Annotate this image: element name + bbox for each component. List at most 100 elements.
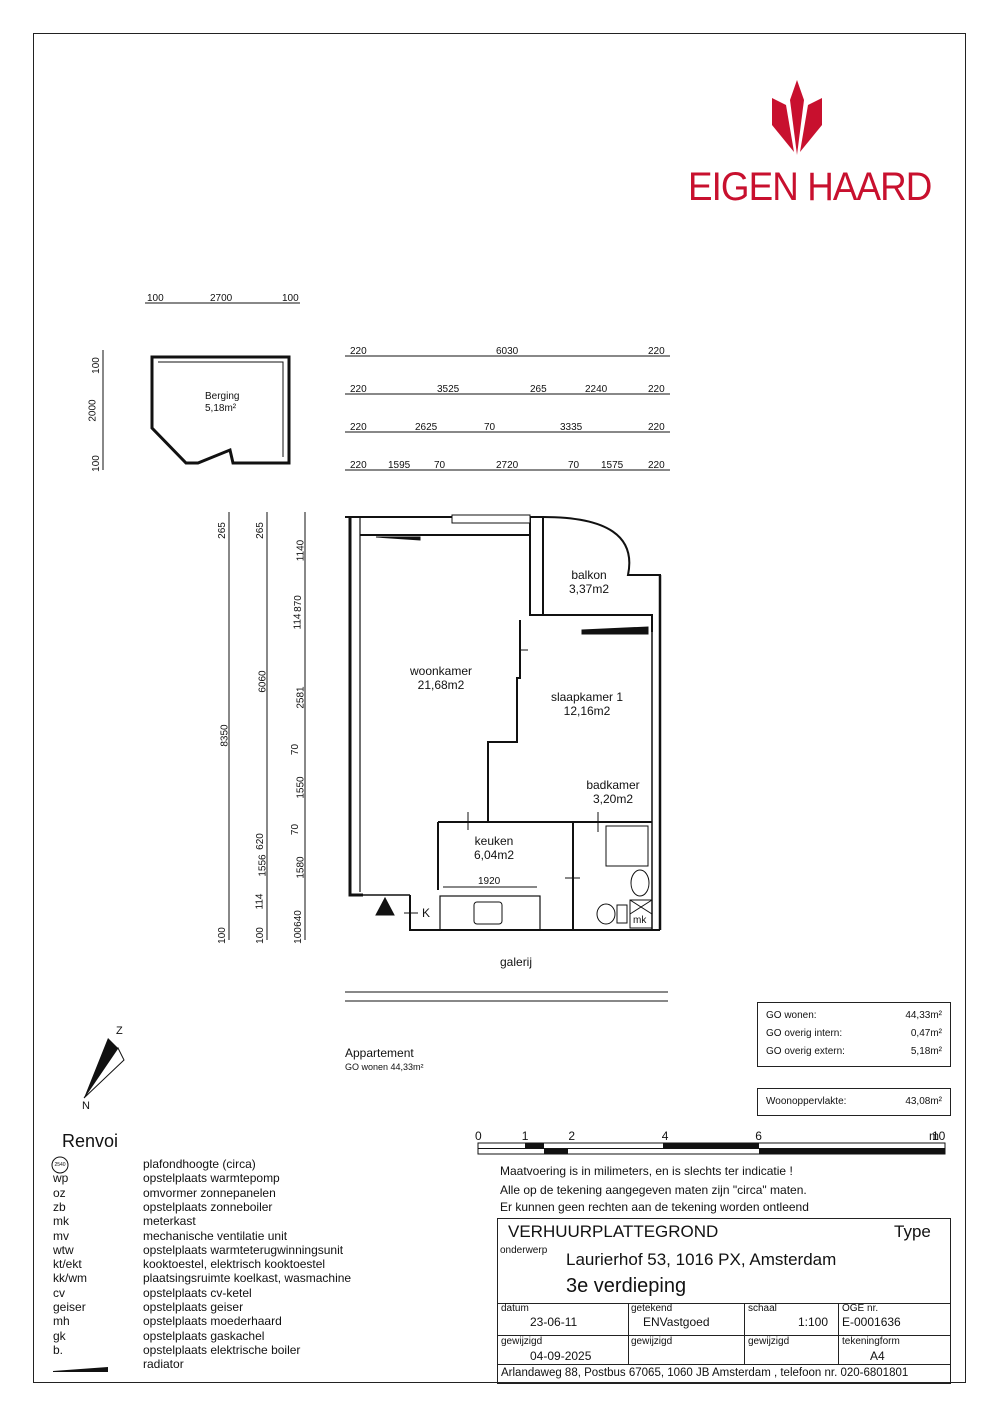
drawing-sheet bbox=[33, 33, 966, 1383]
dim-left-col2-0: 265 bbox=[254, 522, 266, 539]
k-marker: K bbox=[422, 906, 431, 920]
renvoi-code: kk/wm bbox=[53, 1271, 87, 1286]
dim-top-2-1: 2625 bbox=[415, 422, 438, 433]
dim-top-3-5: 1575 bbox=[601, 460, 624, 471]
renvoi-desc: plaatsingsruimte koelkast, wasmachine bbox=[143, 1271, 352, 1286]
dim-left-col3-2: 114 bbox=[292, 613, 304, 630]
area-summary-box: GO wonen:44,33m² GO overig intern:0,47m²… bbox=[757, 1002, 951, 1067]
dim-top-3-1: 1595 bbox=[388, 460, 411, 471]
dim-top-0-0: 220 bbox=[350, 346, 367, 357]
scale-tick-0: 0 bbox=[475, 1129, 482, 1143]
dim-top-2-2: 70 bbox=[484, 422, 496, 433]
note-2: Alle op de tekening aangegeven maten zij… bbox=[500, 1183, 807, 1197]
tb-floor: 3e verdieping bbox=[566, 1275, 687, 1297]
renvoi-code: cv bbox=[53, 1285, 65, 1300]
tb-tekeningform: A4 bbox=[870, 1349, 885, 1363]
renvoi-code: geiser bbox=[53, 1300, 86, 1314]
storage-dim-top-1: 2700 bbox=[210, 293, 233, 304]
tb-getekend: ENVastgoed bbox=[643, 1315, 710, 1329]
dim-top-2-4: 220 bbox=[648, 422, 665, 433]
scale-unit: m bbox=[929, 1129, 939, 1143]
storage-dim-left-2: 100 bbox=[90, 455, 102, 472]
storage-outline bbox=[150, 355, 291, 465]
dim-left-col2-3: 1556 bbox=[257, 854, 269, 877]
tb-gewijzigd3-label: gewijzigd bbox=[748, 1336, 790, 1347]
renvoi-title: Renvoi bbox=[62, 1131, 119, 1151]
woonoppervlakte-box: Woonoppervlakte:43,08m² bbox=[757, 1088, 951, 1116]
dim-top-1-0: 220 bbox=[350, 384, 367, 395]
tb-oge: E-0001636 bbox=[842, 1315, 901, 1329]
renvoi-desc: plafondhoogte (circa) bbox=[143, 1157, 256, 1171]
renvoi-desc: opstelplaats warmteterugwinningsunit bbox=[143, 1242, 344, 1257]
dim-top-1-1: 3525 bbox=[437, 384, 460, 395]
scale-tick-1: 1 bbox=[521, 1129, 529, 1143]
tb-gewijzigd2-label: gewijzigd bbox=[631, 1336, 673, 1347]
dim-left-col3-7: 1580 bbox=[295, 856, 307, 879]
dim-left-col3-4: 70 bbox=[290, 743, 302, 756]
tb-type-label: Type bbox=[894, 1222, 931, 1241]
renvoi-desc: omvormer zonnepanelen bbox=[143, 1185, 276, 1200]
tb-schaal-label: schaal bbox=[748, 1303, 777, 1314]
renvoi-code: mv bbox=[53, 1228, 69, 1243]
tb-datum: 23-06-11 bbox=[530, 1315, 578, 1329]
dim-left-col3-6: 70 bbox=[290, 823, 302, 836]
dim-left-col1-0: 265 bbox=[216, 522, 228, 539]
renvoi-code: kt/ekt bbox=[53, 1257, 82, 1272]
tb-tekeningform-label: tekeningform bbox=[842, 1336, 900, 1347]
renvoi-desc: mechanische ventilatie unit bbox=[143, 1228, 288, 1243]
dim-top-2-3: 3335 bbox=[560, 422, 583, 433]
renvoi-code: zb bbox=[53, 1199, 66, 1214]
dim-left-col3-0: 1140 bbox=[295, 539, 307, 562]
entrance-triangle-icon bbox=[375, 896, 395, 916]
renvoi-code: mh bbox=[53, 1314, 70, 1329]
logo-mark-icon bbox=[772, 80, 822, 155]
dim-left-col3-5: 1550 bbox=[295, 776, 307, 799]
dim-left-col2-5: 100 bbox=[254, 927, 266, 944]
renvoi-code: oz bbox=[53, 1185, 66, 1200]
tb-oge-label: OGE nr. bbox=[842, 1303, 879, 1314]
renvoi-desc: kooktoestel, elektrisch kooktoestel bbox=[143, 1257, 326, 1272]
dim-left-col3-9: 100 bbox=[292, 927, 304, 944]
dim-top-0-1: 6030 bbox=[496, 346, 519, 357]
renvoi-desc: opstelplaats zonneboiler bbox=[143, 1199, 273, 1214]
renvoi-desc: opstelplaats gaskachel bbox=[143, 1328, 265, 1343]
dim-top-2-0: 220 bbox=[350, 422, 367, 433]
tb-onderwerp-label: onderwerp bbox=[500, 1245, 548, 1256]
north-arrow-icon bbox=[83, 1038, 125, 1099]
logo-text: EIGEN HAARD bbox=[688, 165, 932, 209]
renvoi-desc: opstelplaats geiser bbox=[143, 1300, 244, 1314]
north-label: N bbox=[82, 1100, 90, 1112]
renvoi-desc: opstelplaats cv-ketel bbox=[143, 1285, 252, 1300]
dim-left-col3-3: 2581 bbox=[295, 686, 307, 709]
dim-top-0-2: 220 bbox=[648, 346, 665, 357]
bedroom-partition bbox=[487, 620, 521, 822]
tb-gewijzigd-label: gewijzigd bbox=[501, 1336, 543, 1347]
renvoi-code: gk bbox=[53, 1328, 66, 1343]
storage-dim-top-2: 100 bbox=[282, 293, 299, 304]
dim-top-1-4: 220 bbox=[648, 384, 665, 395]
note-3: Er kunnen geen rechten aan de tekening w… bbox=[500, 1200, 809, 1214]
note-1: Maatvoering is in milimeters, en is slec… bbox=[500, 1164, 793, 1178]
tb-title: VERHUURPLATTEGROND bbox=[508, 1222, 719, 1241]
storage-dim-top-0: 100 bbox=[147, 293, 164, 304]
tb-footer: Arlandaweg 88, Postbus 67065, 1060 JB Am… bbox=[501, 1367, 909, 1379]
dim-top-3-3: 2720 bbox=[496, 460, 519, 471]
wall-west bbox=[348, 517, 363, 897]
dim-left-col1-2: 100 bbox=[216, 927, 228, 944]
renvoi-desc: opstelplaats moederhaard bbox=[143, 1314, 282, 1329]
scale-tick-4: 6 bbox=[755, 1129, 762, 1143]
mk-marker: mk bbox=[633, 915, 647, 926]
scale-bar bbox=[477, 1142, 946, 1155]
dim-left-col2-4: 114 bbox=[254, 893, 266, 910]
apartment-go: GO wonen 44,33m² bbox=[345, 1062, 424, 1072]
dim-top-3-2: 70 bbox=[434, 460, 446, 471]
galerij-label: galerij bbox=[500, 955, 533, 969]
tb-getekend-label: getekend bbox=[631, 1303, 673, 1314]
scale-tick-5: 10 bbox=[932, 1129, 946, 1143]
storage-name: Berging bbox=[205, 391, 240, 402]
tb-gewijzigd: 04-09-2025 bbox=[530, 1349, 592, 1363]
renvoi-desc: opstelplaats elektrische boiler bbox=[143, 1342, 301, 1357]
